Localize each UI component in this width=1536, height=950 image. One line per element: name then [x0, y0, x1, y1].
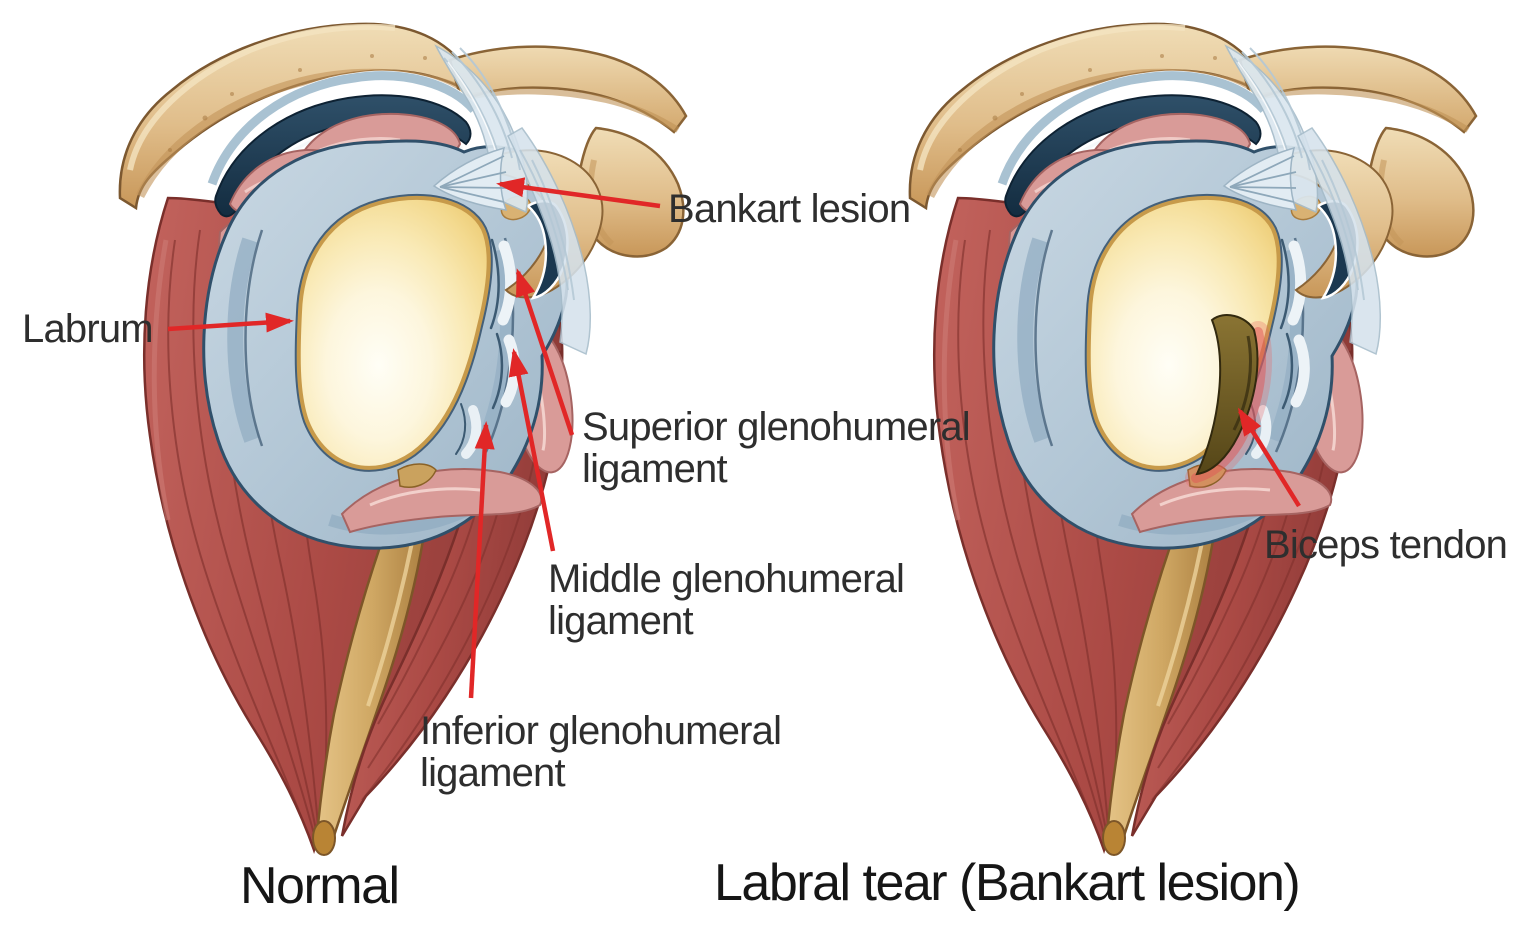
labral-tear-figure-caption: Labral tear (Bankart lesion): [714, 854, 1301, 912]
labral-tear-lesion: [1185, 314, 1273, 489]
middle-ghl-label-line2: ligament: [548, 599, 694, 644]
middle-ghl-arrow: [508, 348, 556, 552]
superior-ghl-label-line2: ligament: [582, 447, 728, 492]
superior-ghl-arrow: [515, 268, 575, 436]
labrum-label: Labrum: [22, 307, 154, 351]
bankart-lesion-label: Bankart lesion: [668, 187, 911, 231]
inferior-ghl-arrow: [468, 421, 495, 699]
bankart-lesion-arrow: [496, 177, 661, 209]
labrum-arrow: [167, 312, 294, 333]
superior-ghl-label: Superior glenohumeral ligament: [582, 405, 971, 492]
biceps-tendon-label: Biceps tendon: [1264, 523, 1508, 567]
inferior-ghl-label: Inferior glenohumeral ligament: [420, 709, 782, 796]
middle-ghl-label: Middle glenohumeral ligament: [548, 557, 905, 644]
biceps-tendon-arrow: [1237, 407, 1301, 508]
inferior-ghl-label-line2: ligament: [420, 751, 566, 796]
annotation-arrows: [167, 177, 1301, 699]
torn-shoulder-illustration: [910, 24, 1476, 855]
middle-ghl-label-line1: Middle glenohumeral: [548, 557, 905, 601]
superior-ghl-label-line1: Superior glenohumeral: [582, 405, 971, 449]
normal-figure-caption: Normal: [240, 857, 400, 915]
inferior-ghl-label-line1: Inferior glenohumeral: [420, 709, 782, 753]
